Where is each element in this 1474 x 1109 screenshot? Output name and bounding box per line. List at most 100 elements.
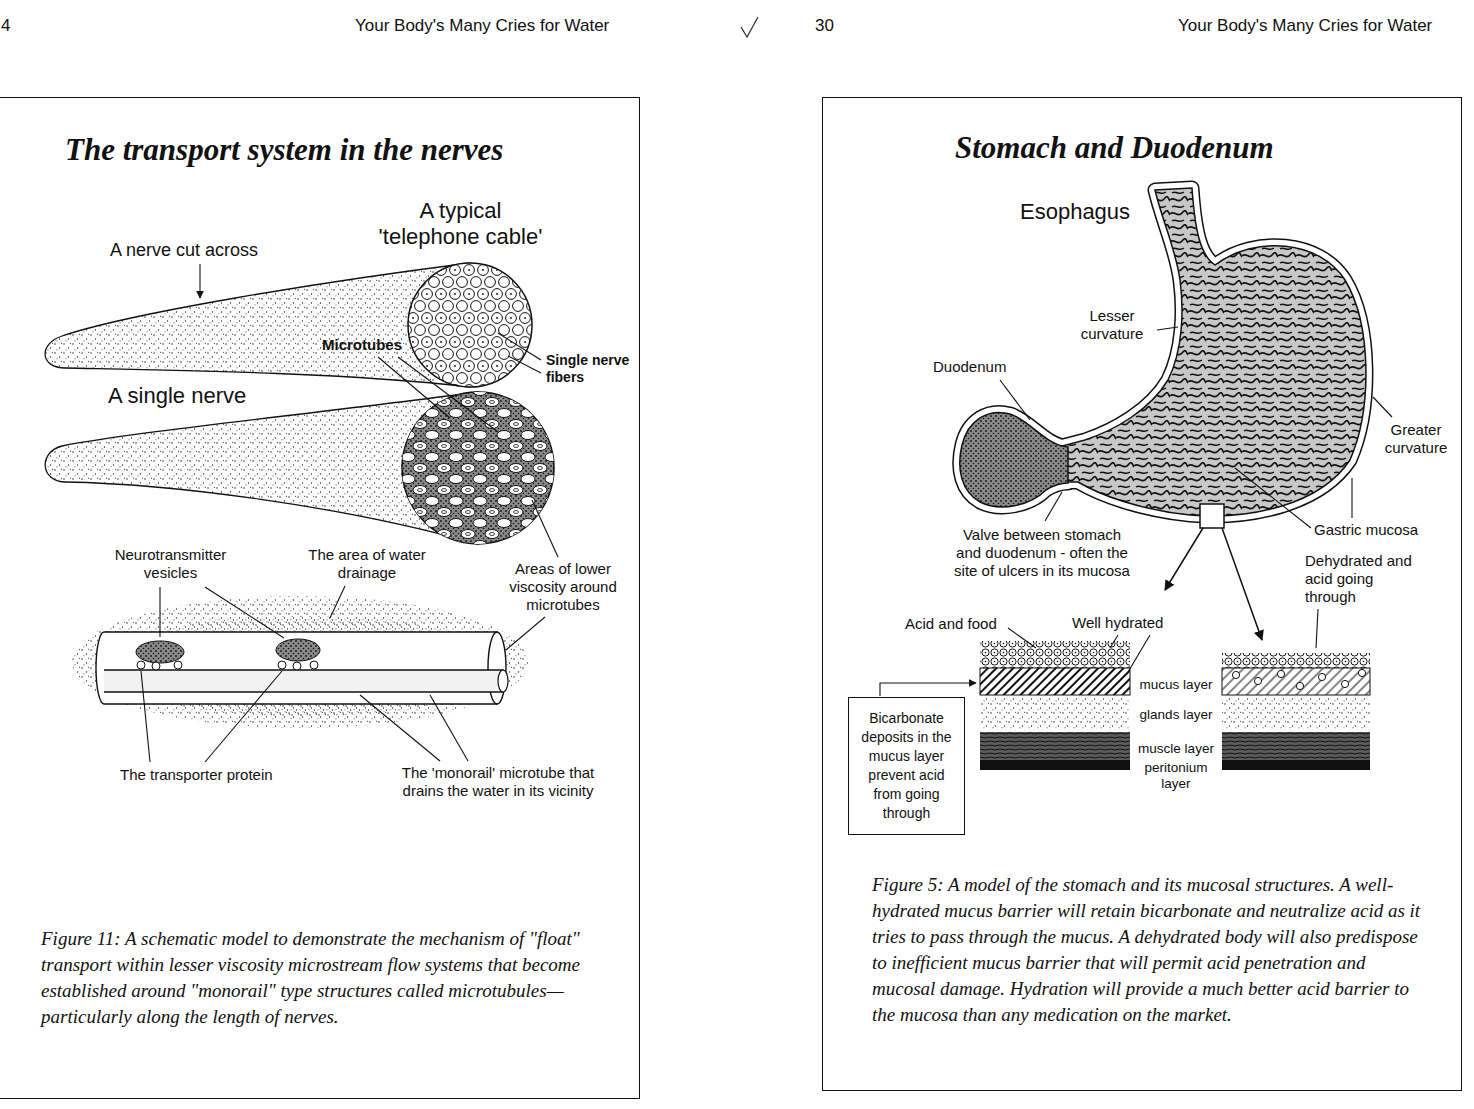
leader-line (498, 333, 541, 360)
figure-caption: Figure 11: A schematic model to demonstr… (41, 926, 621, 1030)
leader-line (159, 587, 160, 637)
leader-line (141, 264, 1392, 762)
mucosa-cross-section (1341, 680, 1348, 687)
leader-line (1165, 528, 1203, 590)
leader-line (1235, 468, 1311, 528)
leader-line (430, 695, 468, 761)
nerve-body (45, 263, 470, 387)
callout-label: Esophagus (1020, 199, 1130, 225)
callout-label: Neurotransmitter vesicles (98, 546, 243, 582)
layer-label: peritonium layer (1134, 760, 1218, 792)
leader-line (1316, 609, 1318, 648)
callout-label: A nerve cut across (110, 240, 258, 262)
stomach (1062, 188, 1366, 516)
callout-label: The area of water drainage (292, 546, 442, 582)
transporter-protein (293, 662, 301, 670)
transporter-protein (278, 661, 286, 669)
figure-frame: Stomach and DuodenumFigure 5: A model of… (822, 97, 1462, 1091)
mucosa-cross-section (980, 641, 1130, 770)
mucosa-cross-section (1277, 670, 1284, 677)
mucosa-cross-section (1296, 682, 1303, 689)
leader-line (1157, 327, 1178, 330)
layer-label: glands layer (1134, 707, 1218, 723)
callout-label: Dehydrated and acid going through (1305, 552, 1425, 606)
mucosa-cross-section (1318, 673, 1325, 680)
leader-line (360, 695, 440, 761)
mucosa-cross-section (980, 641, 1130, 668)
nerve-section (408, 263, 532, 387)
leader-line (1222, 528, 1262, 640)
leader-line (1008, 628, 1036, 648)
figure-title: The transport system in the nerves (65, 132, 635, 168)
callout-label: A typical 'telephone cable' (368, 198, 553, 251)
running-header: Your Body's Many Cries for Water (1178, 16, 1432, 36)
transporter-protein (310, 661, 318, 669)
callout-label: Valve between stomach and duodenum - oft… (950, 526, 1134, 580)
transporter-protein (174, 661, 182, 669)
leader-line (141, 671, 150, 762)
stomach-rim (960, 412, 1068, 506)
page-number: 4 (1, 16, 10, 36)
callout-label: Lesser curvature (1070, 307, 1154, 343)
mucosa-cross-section (1358, 669, 1365, 676)
mucosa-cross-section (980, 760, 1130, 770)
nerve-section (402, 392, 554, 544)
leader-line (205, 587, 284, 638)
vesicle (276, 639, 320, 661)
page-number: 30 (815, 16, 834, 36)
vesicle (136, 641, 184, 663)
callout-label: The 'monorail' microtube that drains the… (393, 764, 603, 800)
check-mark (741, 17, 758, 37)
callout-label: Well hydrated (1072, 614, 1163, 632)
microtube-pattern (402, 392, 554, 544)
callout-label: Duodenum (933, 358, 1006, 376)
mucosa-cross-section (1222, 653, 1370, 668)
transporter-protein (137, 661, 145, 669)
callout-label: Greater curvature (1378, 421, 1454, 457)
figure-caption: Figure 5: A model of the stomach and its… (872, 872, 1432, 1028)
leader-line (532, 500, 558, 557)
mucosa-cross-section (1222, 732, 1370, 760)
callout-label: A single nerve (108, 383, 246, 409)
layer-label: mucus layer (1134, 677, 1218, 693)
stomach-rim (1062, 188, 1366, 516)
note-box: Bicarbonate deposits in the mucus layer … (848, 697, 965, 835)
layer-label: muscle layer (1134, 741, 1218, 757)
section-marker (1200, 504, 1224, 528)
transporter-protein (152, 662, 160, 670)
stomach-rim (1062, 188, 1366, 516)
leader-line (205, 671, 282, 762)
leader-line (1000, 380, 1030, 420)
stomach-rim (960, 412, 1068, 506)
leader-line (1045, 492, 1062, 521)
mucosa-cross-section (1222, 697, 1370, 730)
note-text: Bicarbonate deposits in the mucus layer … (853, 709, 960, 823)
leader-line (1128, 635, 1150, 672)
leader-line (398, 357, 498, 432)
leader-line (1110, 635, 1118, 648)
callout-label: The transporter protein (120, 766, 273, 784)
axon-tube (96, 632, 497, 704)
callout-label: Acid and food (905, 615, 997, 633)
callout-label: Gastric mucosa (1314, 521, 1418, 539)
running-header: Your Body's Many Cries for Water (355, 16, 609, 36)
figure-title: Stomach and Duodenum (955, 130, 1435, 166)
leader-line (508, 356, 541, 373)
stomach-illustration (960, 188, 1366, 528)
mucosa-cross-section (1222, 668, 1370, 695)
callout-label: Single nerve fibers (546, 352, 638, 386)
mucosa-cross-section (1222, 760, 1370, 770)
mucosa-cross-section (1254, 677, 1261, 684)
callout-label: Microtubes (314, 336, 402, 354)
callout-label: Areas of lower viscosity around microtub… (497, 560, 629, 614)
mucosa-cross-section (1222, 653, 1370, 770)
leader-line (1373, 397, 1392, 417)
monorail-microtube (104, 670, 503, 692)
leader-line (506, 617, 545, 650)
nerve-illustration (45, 263, 554, 728)
leader-line (330, 586, 345, 618)
viscosity-cloud (72, 596, 528, 728)
leader-line (880, 683, 976, 696)
mucosa-cross-section (980, 732, 1130, 760)
